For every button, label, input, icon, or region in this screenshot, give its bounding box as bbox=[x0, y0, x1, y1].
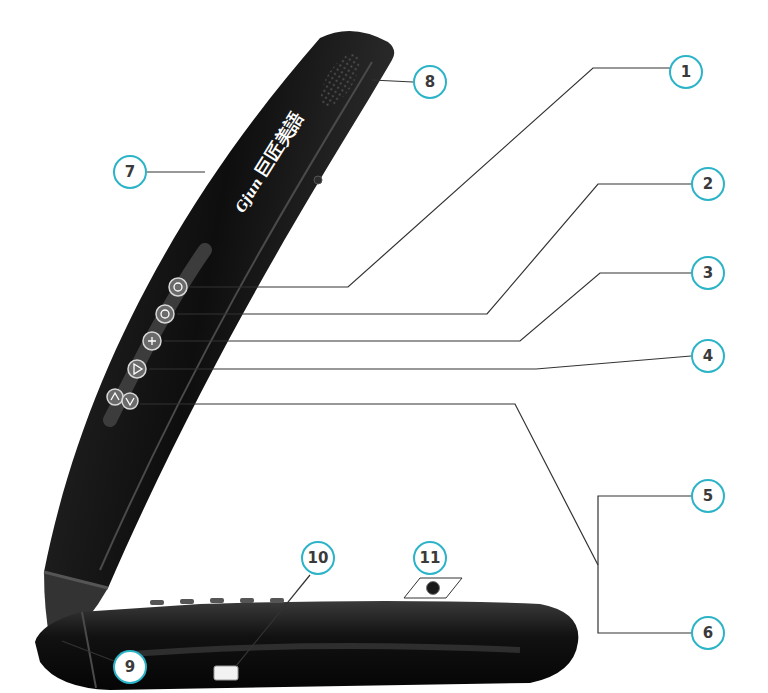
volume-up-icon bbox=[111, 393, 119, 400]
callout-circle: 2 bbox=[691, 167, 725, 201]
callout-number: 9 bbox=[125, 660, 135, 675]
side-indicator bbox=[314, 176, 322, 184]
volume-down-icon bbox=[126, 398, 134, 405]
button bbox=[156, 305, 174, 323]
leader-line bbox=[236, 575, 310, 666]
usb-port bbox=[214, 666, 238, 680]
side-button bbox=[210, 598, 224, 603]
callout-circle: 1 bbox=[669, 55, 703, 89]
side-pen-body bbox=[35, 601, 578, 690]
pen-highlight bbox=[100, 62, 372, 570]
side-pen-clip bbox=[120, 646, 520, 655]
leader-line bbox=[190, 68, 670, 287]
callout-number: 6 bbox=[703, 626, 713, 641]
callout-number: 4 bbox=[703, 349, 713, 364]
leader-lines bbox=[62, 68, 691, 666]
repeat-icon bbox=[161, 310, 169, 318]
pen-body bbox=[44, 31, 394, 588]
side-button bbox=[150, 600, 164, 605]
callout-number: 7 bbox=[125, 165, 135, 180]
callout-number: 1 bbox=[681, 65, 691, 80]
leader-line bbox=[372, 80, 413, 82]
leader-line bbox=[149, 356, 691, 369]
buttons bbox=[107, 278, 187, 409]
side-button bbox=[240, 598, 254, 603]
leader-line bbox=[147, 171, 205, 172]
callout-number: 2 bbox=[703, 177, 713, 192]
detail-dot bbox=[427, 582, 440, 595]
leader-line bbox=[62, 641, 114, 661]
leader-line bbox=[164, 273, 691, 341]
leader-line bbox=[140, 404, 598, 565]
callout-number: 5 bbox=[703, 489, 713, 504]
callout-circle: 8 bbox=[413, 65, 447, 99]
callout-circle: 4 bbox=[691, 339, 725, 373]
callout-number: 8 bbox=[425, 75, 435, 90]
speaker-grille bbox=[313, 48, 367, 113]
mode-icon bbox=[148, 337, 156, 345]
power-icon bbox=[174, 283, 182, 291]
callout-circle: 5 bbox=[691, 479, 725, 513]
callout-number: 11 bbox=[420, 551, 441, 566]
callout-circle: 9 bbox=[113, 650, 147, 684]
detail-plate bbox=[404, 578, 462, 598]
button-icons bbox=[111, 283, 182, 405]
leader-line bbox=[177, 184, 691, 314]
side-buttons bbox=[150, 598, 284, 605]
play-button bbox=[128, 360, 146, 378]
callout-circle: 10 bbox=[301, 541, 335, 575]
callout-circle: 6 bbox=[691, 616, 725, 650]
button-groove bbox=[110, 250, 205, 420]
side-button bbox=[270, 598, 284, 603]
callout-circle: 11 bbox=[413, 541, 447, 575]
volume-button bbox=[107, 389, 123, 405]
volume-button bbox=[122, 393, 138, 409]
callout-circle: 7 bbox=[113, 155, 147, 189]
play-icon bbox=[134, 364, 142, 374]
callout-number: 3 bbox=[703, 266, 713, 281]
callout-circle: 3 bbox=[691, 256, 725, 290]
button bbox=[143, 332, 161, 350]
side-button bbox=[180, 599, 194, 604]
power-button bbox=[169, 278, 187, 296]
callout-number: 10 bbox=[308, 551, 329, 566]
pen-tip-ring bbox=[44, 572, 108, 588]
bracket-line bbox=[598, 496, 691, 633]
